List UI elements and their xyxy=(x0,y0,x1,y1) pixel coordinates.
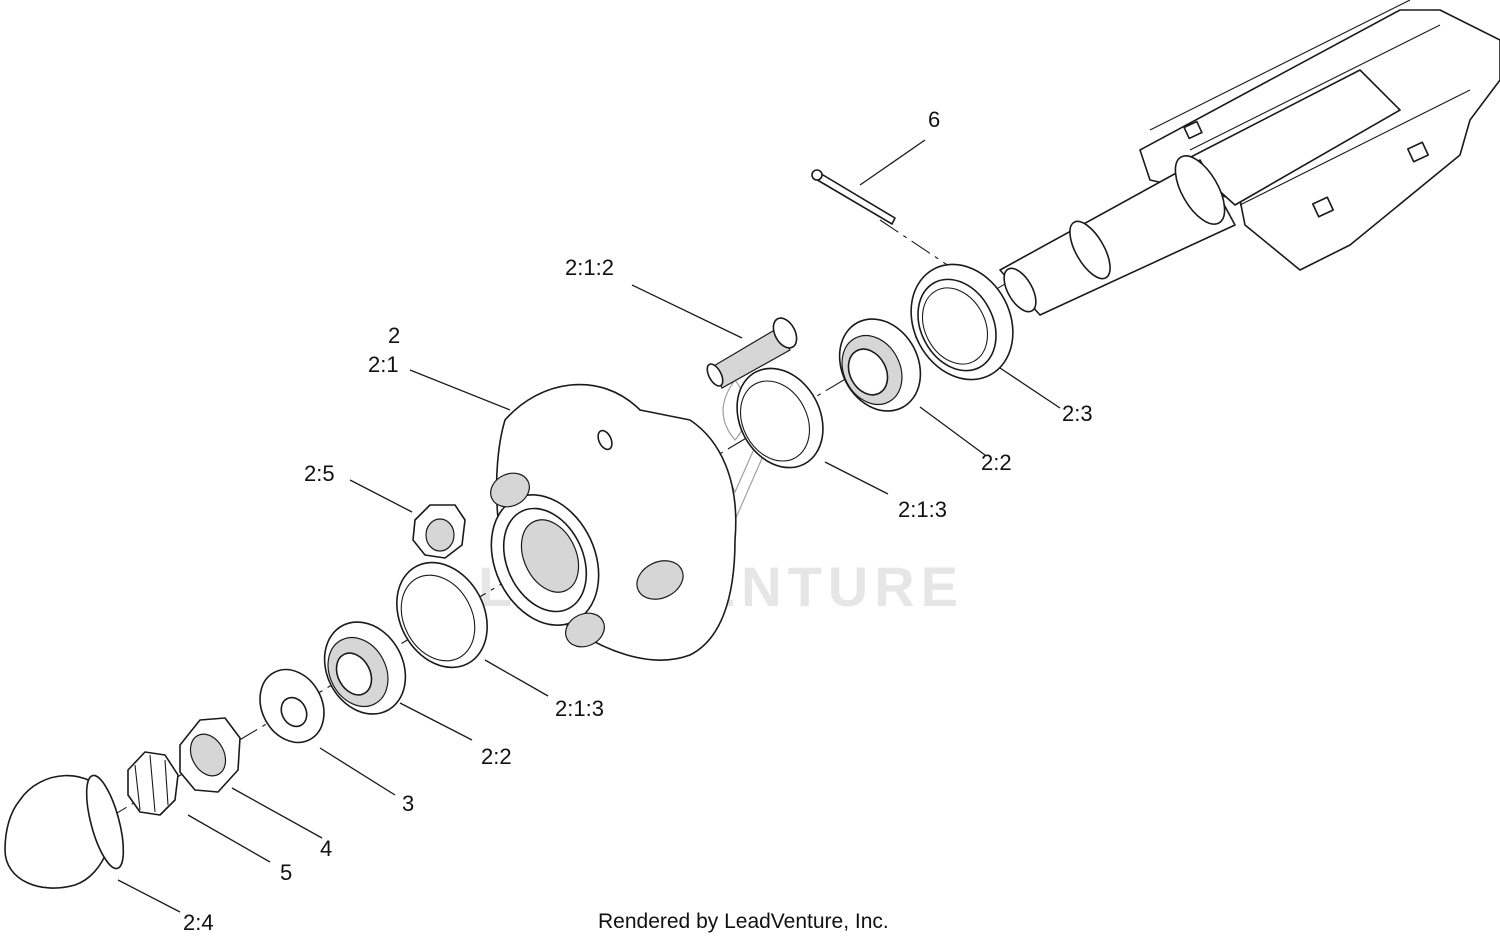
grease-seal xyxy=(910,263,1014,381)
bearing-cup-inner xyxy=(736,367,824,469)
spindle-axle-assembly xyxy=(999,0,1500,316)
callout-5: 5 xyxy=(280,860,292,885)
wheel-stud xyxy=(706,317,798,389)
callout-2-2-top: 2:2 xyxy=(981,450,1012,475)
nut-retainer xyxy=(127,751,179,816)
callout-3: 3 xyxy=(402,791,414,816)
bearing-cup-outer xyxy=(396,561,488,669)
callout-2-5: 2:5 xyxy=(304,461,335,486)
callout-2: 2 xyxy=(388,323,400,348)
dust-cap xyxy=(4,774,125,889)
washer xyxy=(259,668,325,744)
callout-6: 6 xyxy=(928,107,940,132)
callout-2-1-3-top: 2:1:3 xyxy=(898,497,947,522)
bearing-cone-outer xyxy=(323,621,407,715)
leader-lines xyxy=(117,139,1061,913)
callout-4: 4 xyxy=(320,836,332,861)
callout-2-4: 2:4 xyxy=(183,910,214,935)
callout-2-1-2: 2:1:2 xyxy=(565,255,614,280)
callout-2-3: 2:3 xyxy=(1062,401,1093,426)
render-credit: Rendered by LeadVenture, Inc. xyxy=(598,910,889,933)
callout-2-1: 2:1 xyxy=(368,352,399,377)
cotter-pin xyxy=(811,169,896,225)
spindle-nut xyxy=(179,717,241,793)
callout-2-2-bottom: 2:2 xyxy=(481,744,512,769)
lug-nut xyxy=(412,504,466,559)
callout-2-1-3-bottom: 2:1:3 xyxy=(555,696,604,721)
bearing-cone-inner xyxy=(838,318,922,412)
wheel-hub xyxy=(490,383,737,661)
